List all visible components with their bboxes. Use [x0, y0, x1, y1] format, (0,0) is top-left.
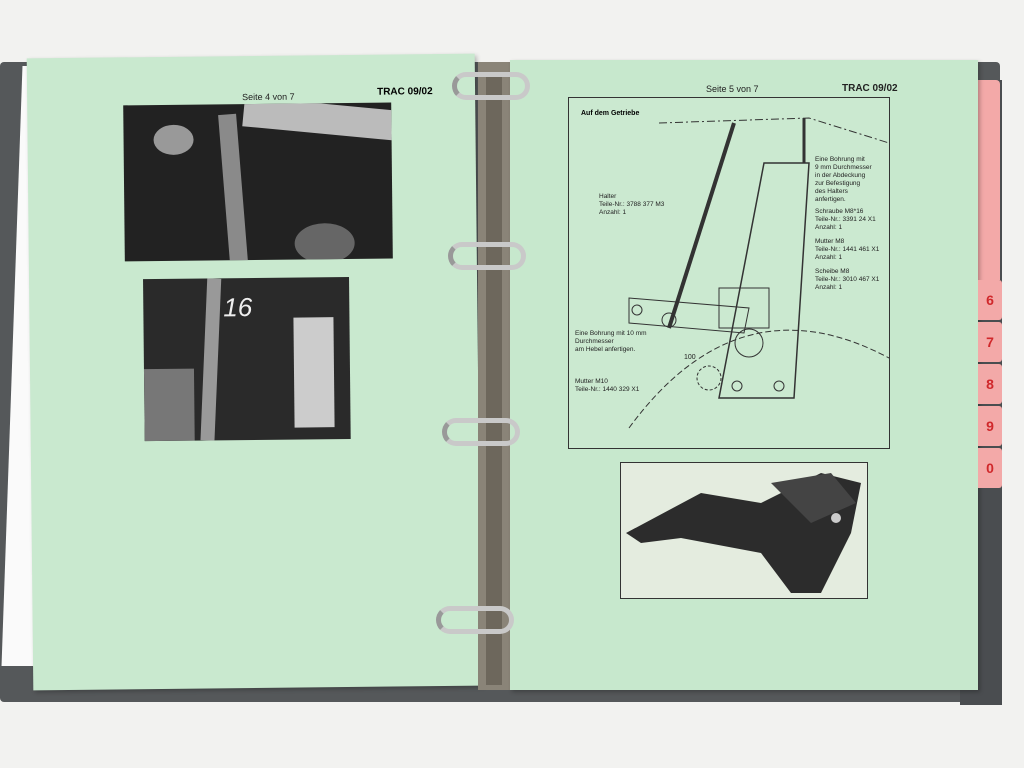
binder-ring — [442, 418, 520, 446]
binder-ring — [452, 72, 530, 100]
tab-9[interactable]: 9 — [978, 406, 1002, 446]
callout-scheibe: Scheibe M8 Teile-Nr.: 3010 467 X1 Anzahl… — [815, 268, 880, 291]
callout-halter: Halter Teile-Nr.: 3788 377 M3 Anzahl: 1 — [599, 193, 665, 216]
tab-7[interactable]: 7 — [978, 322, 1002, 362]
callout-schraube: Schraube M8*16 Teile-Nr.: 3391 24 X1 Anz… — [815, 208, 876, 231]
left-page: Seite 4 von 7 TRAC 09/02 16 — [26, 53, 482, 691]
binder-ring — [436, 606, 514, 634]
tab-6[interactable]: 6 — [978, 280, 1002, 320]
bracket-part-image — [626, 473, 861, 593]
page-number: Seite 4 von 7 — [242, 91, 295, 103]
tab-label: 6 — [986, 292, 994, 308]
tab-label: 9 — [986, 418, 994, 434]
callout-bohrung-10mm: Eine Bohrung mit 10 mm Durchmesser am He… — [575, 330, 647, 353]
page-number: Seite 5 von 7 — [706, 84, 759, 94]
callout-mutter-m8: Mutter M8 Teile-Nr.: 1441 461 X1 Anzahl:… — [815, 238, 880, 261]
technical-diagram: Auf dem Getriebe 100 Halter Teile-Nr.: 3… — [568, 97, 890, 449]
document-code: TRAC 09/02 — [377, 86, 433, 98]
handwritten-marking: 16 — [223, 292, 253, 323]
bracket-drawing — [628, 117, 889, 429]
engine-photo-bottom: 16 — [143, 276, 351, 442]
tab-label: 0 — [986, 460, 994, 476]
callout-mutter-m10: Mutter M10 Teile-Nr.: 1440 329 X1 — [575, 378, 640, 393]
dimension-label: 100 — [684, 354, 696, 361]
tab-8[interactable]: 8 — [978, 364, 1002, 404]
tab-label: 7 — [986, 334, 994, 350]
engine-photo-top — [123, 102, 393, 262]
callout-bohrung-9mm: Eine Bohrung mit 9 mm Durchmesser in der… — [815, 156, 872, 203]
ring-mechanism — [486, 75, 502, 685]
tab-10[interactable]: 0 — [978, 448, 1002, 488]
bracket-photo — [620, 462, 868, 599]
document-code: TRAC 09/02 — [842, 83, 898, 94]
binder-ring — [448, 242, 526, 270]
tab-label: 8 — [986, 376, 994, 392]
diagram-title: Auf dem Getriebe — [581, 110, 640, 117]
